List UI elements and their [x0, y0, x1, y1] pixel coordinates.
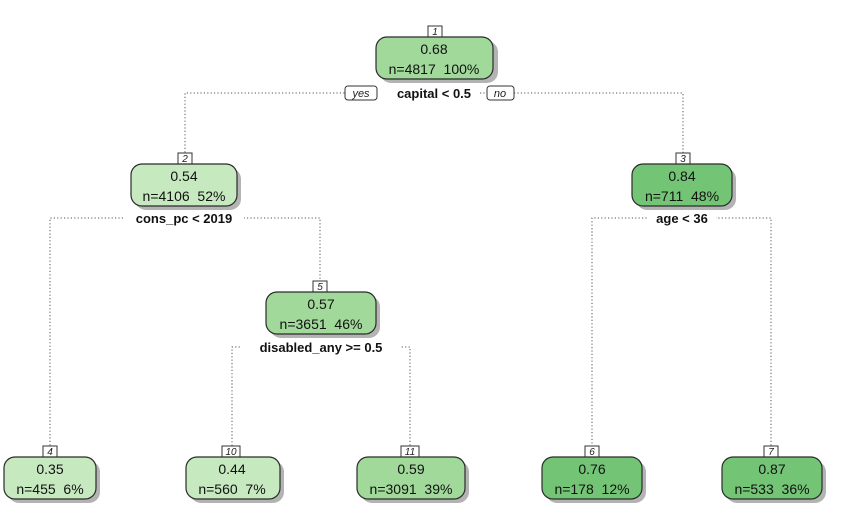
node-value: 0.84 [668, 168, 695, 184]
split-label: age < 36 [656, 211, 708, 226]
node-value: 0.35 [36, 461, 63, 477]
split-node-2: cons_pc < 2019 [124, 210, 244, 226]
node-stats: n=533 36% [734, 481, 809, 497]
yes-label: yes [351, 88, 370, 100]
node-number: 3 [680, 154, 686, 165]
node-number: 1 [432, 27, 438, 38]
node-number: 6 [589, 447, 595, 458]
tree-node-5: 5 0.57 n=3651 46% [265, 280, 380, 338]
node-value: 0.76 [578, 461, 605, 477]
node-box [185, 456, 281, 500]
tree-node-3: 3 0.84 n=711 48% [631, 152, 736, 210]
node-value: 0.44 [218, 461, 245, 477]
node-stats: n=4106 52% [143, 188, 226, 204]
split-root: yes capital < 0.5 no [344, 85, 515, 101]
node-stats: n=455 6% [16, 481, 83, 497]
node-box [631, 163, 733, 207]
split-node-3: age < 36 [648, 210, 716, 226]
split-node-5: disabled_any >= 0.5 [242, 339, 400, 355]
edge-3-7 [715, 217, 772, 448]
edge-5-10 [231, 346, 250, 448]
tree-node-11: 11 0.59 n=3091 39% [356, 445, 469, 503]
edge-3-6 [591, 217, 650, 448]
edge-5-11 [395, 346, 411, 448]
tree-node-4: 4 0.35 n=455 6% [3, 445, 100, 503]
node-box [3, 456, 97, 500]
edge-2-5 [230, 217, 321, 284]
edge-1-3 [480, 92, 684, 153]
node-number: 7 [768, 447, 774, 458]
node-box [130, 163, 238, 207]
node-box [721, 456, 823, 500]
yes-label-box [344, 85, 378, 101]
node-box [375, 36, 494, 80]
split-label: disabled_any >= 0.5 [260, 340, 383, 355]
node-number: 4 [47, 447, 53, 458]
split-label: capital < 0.5 [397, 86, 471, 101]
node-value: 0.57 [307, 296, 334, 312]
node-stats: n=3091 39% [370, 481, 453, 497]
tree-node-7: 7 0.87 n=533 36% [721, 445, 826, 503]
tree-node-6: 6 0.76 n=178 12% [541, 445, 646, 503]
node-number: 5 [317, 282, 323, 293]
tree-node-10: 10 0.44 n=560 7% [185, 445, 284, 503]
node-stats: n=3651 46% [280, 316, 363, 332]
node-value: 0.87 [758, 461, 785, 477]
no-label: no [494, 88, 506, 100]
node-stats: n=560 7% [198, 481, 265, 497]
node-value: 0.68 [420, 41, 447, 57]
node-value: 0.59 [397, 461, 424, 477]
edge-1-2 [184, 92, 375, 153]
node-stats: n=4817 100% [389, 61, 480, 77]
edge-2-4 [49, 217, 140, 448]
node-value: 0.54 [170, 168, 197, 184]
node-number: 2 [181, 154, 188, 165]
node-box [541, 456, 643, 500]
node-box [356, 456, 466, 500]
node-number: 10 [225, 447, 237, 458]
node-stats: n=178 12% [554, 481, 629, 497]
tree-edges [49, 92, 772, 448]
tree-node-1: 1 0.68 n=4817 100% [375, 25, 498, 83]
node-box [265, 291, 377, 335]
no-label-box [486, 85, 515, 101]
split-label: cons_pc < 2019 [136, 211, 232, 226]
node-stats: n=711 48% [645, 188, 719, 204]
tree-node-2: 2 0.54 n=4106 52% [130, 152, 241, 210]
node-number: 11 [405, 447, 415, 458]
